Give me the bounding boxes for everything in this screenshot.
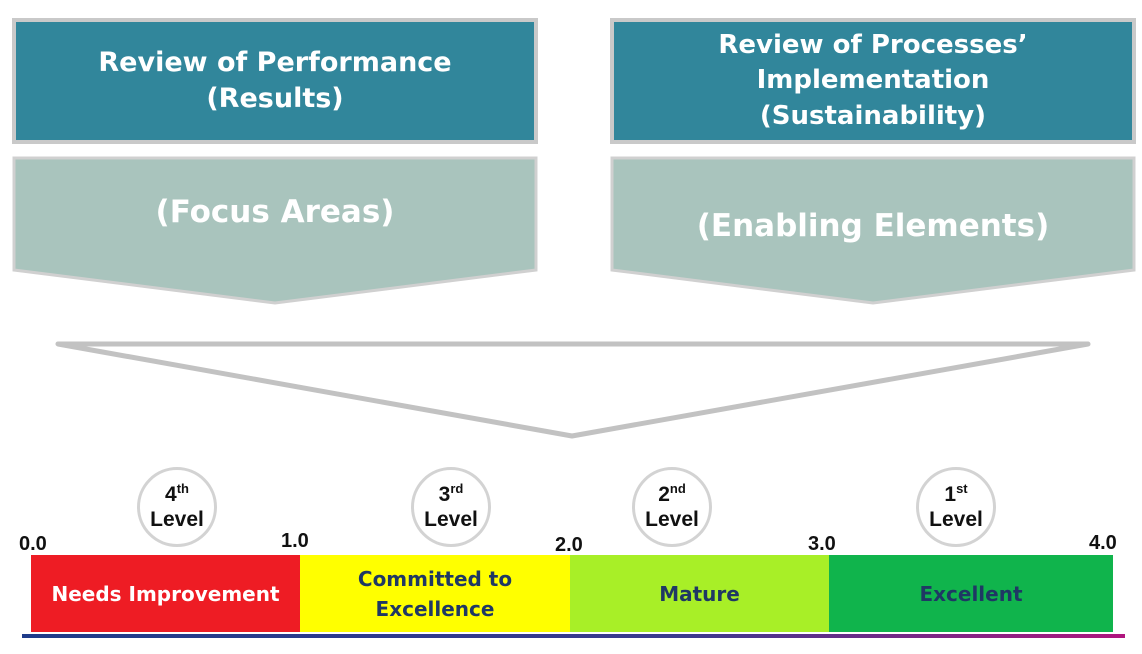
- header-title-processes: Review of Processes’ Implementation (Sus…: [718, 30, 1028, 131]
- level-number: 2: [658, 482, 670, 506]
- segment-label: Needs Improvement: [51, 581, 280, 606]
- level-word: Level: [424, 508, 478, 531]
- level-circle-1st: 1st Level: [916, 467, 996, 547]
- level-number: 4: [165, 482, 177, 506]
- level-circle-3rd: 3rd Level: [411, 467, 491, 547]
- scale-baseline: [22, 634, 1125, 638]
- level-ordinal: rd: [450, 480, 464, 496]
- level-circle-4th: 4th Level: [137, 467, 217, 547]
- segment-label: Excellent: [919, 581, 1023, 606]
- scale-tick-4: 4.0: [1089, 532, 1117, 554]
- segment-needs-improvement: Needs Improvement: [31, 555, 300, 632]
- scale-tick-3: 3.0: [808, 533, 836, 555]
- level-ordinal: th: [176, 480, 189, 496]
- segment-excellent: Excellent: [829, 555, 1113, 632]
- scale-tick-0: 0.0: [19, 533, 47, 555]
- header-box-performance: Review of Performance (Results): [12, 18, 538, 144]
- scale-tick-1: 1.0: [281, 530, 309, 552]
- level-number: 3: [438, 482, 451, 506]
- chevron-focus-areas: [12, 156, 538, 305]
- segment-label: Mature: [659, 581, 740, 606]
- level-word: Level: [150, 508, 204, 531]
- level-ordinal: st: [956, 480, 968, 496]
- header-title-performance: Review of Performance (Results): [98, 46, 452, 114]
- chevron-label-enabling-elements: (Enabling Elements): [696, 208, 1050, 244]
- scale-tick-2: 2.0: [555, 534, 583, 556]
- level-number: 1: [944, 482, 957, 506]
- chevron-label-focus-areas: (Focus Areas): [155, 194, 395, 230]
- header-box-processes: Review of Processes’ Implementation (Sus…: [610, 18, 1136, 144]
- segment-mature: Mature: [570, 555, 829, 632]
- level-word: Level: [929, 508, 983, 531]
- segment-committed-to-excellence: Committed to Excellence: [300, 555, 570, 632]
- level-ordinal: nd: [669, 480, 686, 496]
- segment-label: Committed to Excellence: [357, 566, 513, 621]
- level-word: Level: [645, 508, 699, 531]
- chevron-enabling-elements: [610, 156, 1136, 305]
- level-circle-2nd: 2nd Level: [632, 467, 712, 547]
- funnel-arrow: [55, 341, 1091, 439]
